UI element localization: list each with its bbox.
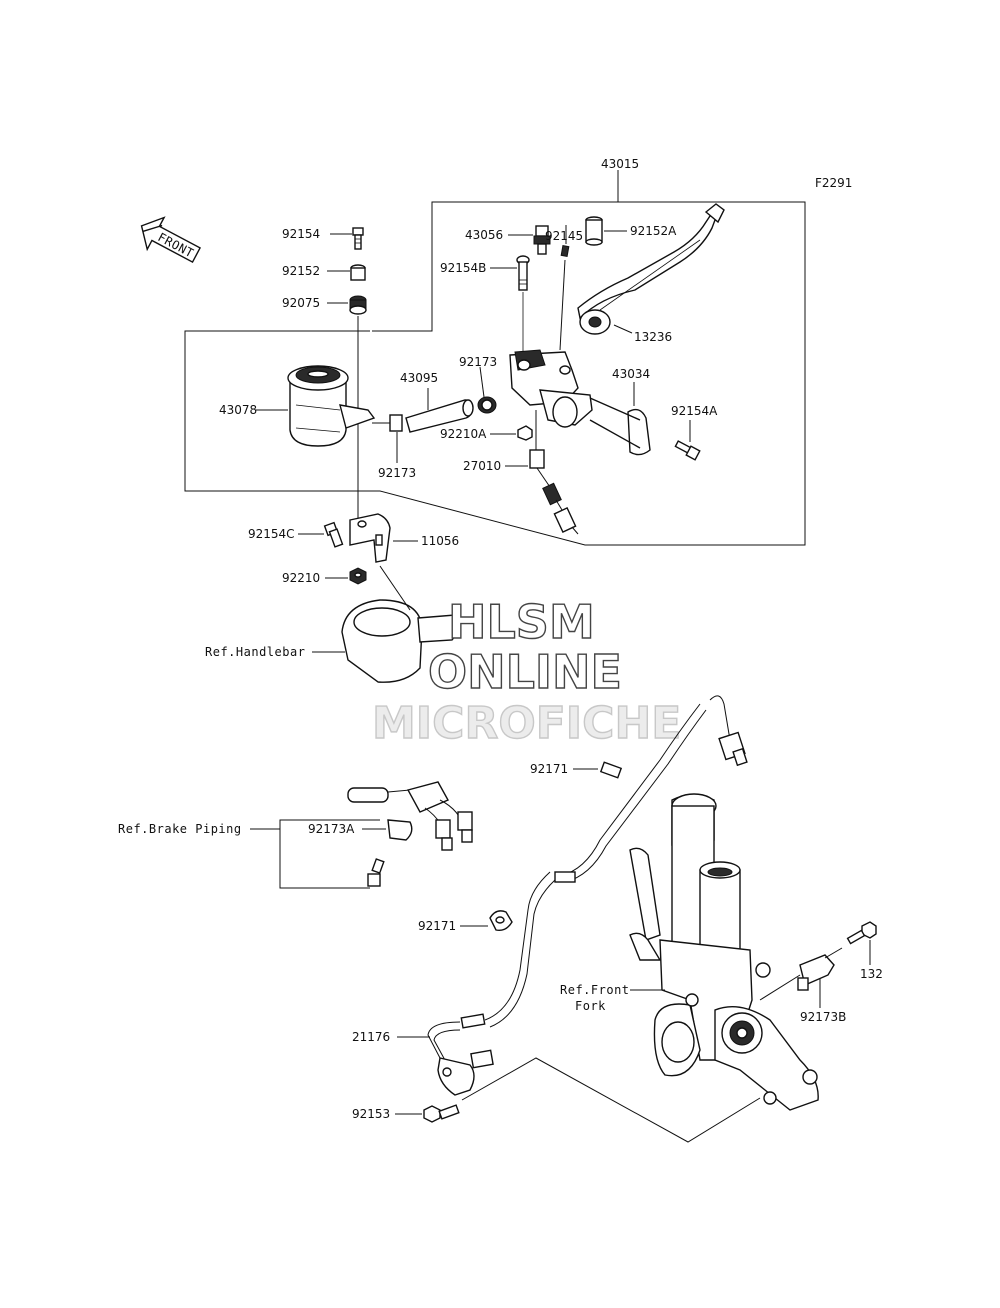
part-label-92145: 92145 bbox=[545, 229, 583, 243]
brake-piping-group bbox=[250, 781, 473, 889]
part-label-11056: 11056 bbox=[421, 534, 459, 548]
part-label-92154A: 92154A bbox=[671, 404, 718, 418]
watermark-line-1: HLSM bbox=[448, 595, 595, 649]
part-label-13236: 13236 bbox=[634, 330, 672, 344]
bracket-bolt-92154C bbox=[323, 521, 344, 548]
part-label-92173-left: 92173 bbox=[378, 466, 416, 480]
part-label-92154B: 92154B bbox=[440, 261, 486, 275]
clamp-bolt-92154A bbox=[674, 440, 701, 461]
brake-lever-13236 bbox=[577, 203, 725, 335]
watermark-line-2: ONLINE bbox=[428, 645, 622, 699]
part-label-21176: 21176 bbox=[352, 1030, 390, 1044]
front-fork bbox=[629, 793, 819, 1111]
part-label-132: 132 bbox=[860, 967, 883, 981]
part-label-92171-mid: 92171 bbox=[418, 919, 456, 933]
part-label-43056: 43056 bbox=[465, 228, 503, 242]
part-label-92173B: 92173B bbox=[800, 1010, 846, 1024]
ref-front-fork-line2: Fork bbox=[575, 999, 606, 1013]
sensor-bracket-92173B bbox=[759, 954, 835, 1001]
reservoir-43078 bbox=[287, 365, 376, 447]
reservoir-collar-92152 bbox=[350, 264, 366, 281]
part-label-92152: 92152 bbox=[282, 264, 320, 278]
part-label-92171-top: 92171 bbox=[530, 762, 568, 776]
part-label-92173-mid: 92173 bbox=[459, 355, 497, 369]
part-label-92210: 92210 bbox=[282, 571, 320, 585]
watermark-line-3: MICROFICHE bbox=[372, 698, 681, 749]
brake-switch-27010 bbox=[529, 410, 579, 535]
part-label-92154: 92154 bbox=[282, 227, 320, 241]
part-label-92210A: 92210A bbox=[440, 427, 487, 441]
part-label-92075: 92075 bbox=[282, 296, 320, 310]
reservoir-bracket-11056 bbox=[349, 513, 391, 563]
part-label-92154C: 92154C bbox=[248, 527, 295, 541]
ref-front-fork-line1: Ref.Front bbox=[560, 983, 630, 997]
handlebar-mount bbox=[341, 565, 459, 683]
reservoir-screw-92154 bbox=[352, 227, 364, 250]
part-label-43034: 43034 bbox=[612, 367, 650, 381]
spring-92145 bbox=[560, 244, 570, 258]
bleeder-valve-43056 bbox=[533, 225, 551, 255]
hose-clamp-92173-mid bbox=[477, 396, 497, 414]
part-label-43015: 43015 bbox=[601, 157, 639, 171]
assembly-box-43015 bbox=[184, 170, 806, 546]
ref-handlebar: Ref.Handlebar bbox=[205, 645, 305, 659]
cable-clip-92171-mid bbox=[489, 910, 513, 932]
abs-sensor-cable bbox=[427, 695, 748, 1096]
hose-clamp-92173-left bbox=[372, 414, 403, 432]
sensor-bolt-92153 bbox=[423, 1104, 460, 1123]
part-label-27010: 27010 bbox=[463, 459, 501, 473]
watermark: HLSM ONLINE MICROFICHE bbox=[371, 594, 682, 749]
part-label-92152A: 92152A bbox=[630, 224, 677, 238]
front-arrow-icon: FRONT bbox=[140, 216, 201, 264]
bracket-nut-92210 bbox=[349, 567, 367, 585]
collar-92152A bbox=[585, 216, 603, 246]
part-label-92153: 92153 bbox=[352, 1107, 390, 1121]
ref-brake-piping: Ref.Brake Piping bbox=[118, 822, 242, 836]
cable-clip-92171-top bbox=[599, 761, 623, 779]
master-cylinder-body bbox=[509, 349, 593, 428]
reservoir-grommet-92075 bbox=[349, 295, 367, 315]
nut-92210A bbox=[517, 425, 533, 441]
figure-code: F2291 bbox=[815, 176, 852, 190]
handlebar-clamp-43034 bbox=[589, 397, 651, 456]
part-label-43095: 43095 bbox=[400, 371, 438, 385]
part-label-43078: 43078 bbox=[219, 403, 257, 417]
part-label-92173A: 92173A bbox=[308, 822, 355, 836]
reservoir-hose-43095 bbox=[405, 399, 474, 433]
bracket-bolt-132 bbox=[824, 921, 877, 959]
pivot-bolt-92154B bbox=[516, 255, 530, 352]
